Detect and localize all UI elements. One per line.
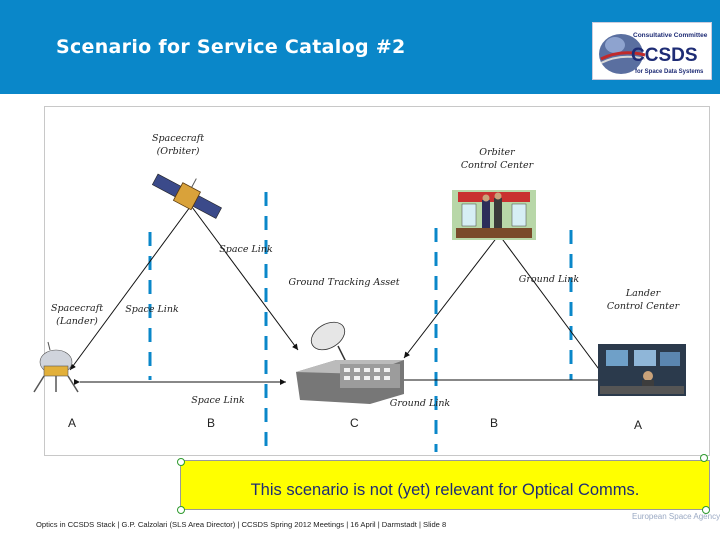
segment-letter: B (207, 416, 216, 430)
slide-title: Scenario for Service Catalog #2 (56, 36, 406, 58)
ground-link-arrow (403, 229, 505, 359)
orbiter-control-center-label: Orbiter Control Center (452, 146, 542, 172)
label-line: Lander (625, 288, 661, 299)
resize-handle[interactable] (702, 506, 710, 514)
slide-footer: Optics in CCSDS Stack | G.P. Calzolari (… (36, 520, 447, 529)
resize-handle[interactable] (700, 454, 708, 462)
segment-letter: B (490, 416, 499, 430)
label-line: Control Center (460, 160, 534, 171)
segment-letter: C (350, 416, 359, 430)
segment-letter: A (634, 418, 643, 432)
ground-tracking-asset-label: Ground Tracking Asset (288, 277, 400, 288)
note-box[interactable]: This scenario is not (yet) relevant for … (180, 460, 710, 510)
label-line: (Lander) (56, 316, 98, 327)
spacecraft-lander-label: Spacecraft (Lander) (40, 302, 114, 328)
space-link-label: Space Link (191, 395, 245, 406)
label-line: Orbiter (479, 147, 515, 158)
space-link-arrow (69, 200, 196, 371)
label-line: Control Center (606, 301, 680, 312)
resize-handle[interactable] (177, 458, 185, 466)
space-link-label: Space Link (125, 304, 179, 315)
svg-text:CCSDS: CCSDS (631, 45, 698, 66)
ccsds-logo-graphic: Consultative Committee CCSDS for Space D… (599, 32, 708, 75)
space-link-arrow (186, 200, 299, 351)
ground-link-arrow (494, 229, 605, 377)
orbiter-spacecraft-icon (151, 173, 222, 219)
label-line: Spacecraft (151, 133, 205, 144)
ground-link-label: Ground Link (518, 274, 580, 285)
lander-control-center-icon (598, 344, 686, 396)
lander-control-center-label: Lander Control Center (600, 287, 686, 313)
spacecraft-orbiter-label: Spacecraft (Orbiter) (138, 132, 218, 158)
ground-link-label: Ground Link (389, 398, 451, 409)
space-link-label: Space Link (219, 244, 273, 255)
ccsds-logo: Consultative Committee CCSDS for Space D… (592, 22, 712, 80)
label-line: Spacecraft (50, 303, 104, 314)
segment-letter: A (68, 416, 77, 430)
orbiter-control-center-icon (452, 190, 536, 240)
lander-spacecraft-icon (33, 341, 79, 393)
label-line: (Orbiter) (156, 146, 200, 157)
resize-handle[interactable] (177, 506, 185, 514)
note-text: This scenario is not (yet) relevant for … (250, 481, 640, 499)
svg-text:for Space Data Systems: for Space Data Systems (635, 69, 704, 75)
link-arrows (69, 200, 606, 385)
svg-text:Consultative Committee: Consultative Committee (633, 32, 708, 39)
ground-station-icon (296, 321, 404, 404)
esa-watermark: European Space Agency (632, 512, 720, 521)
